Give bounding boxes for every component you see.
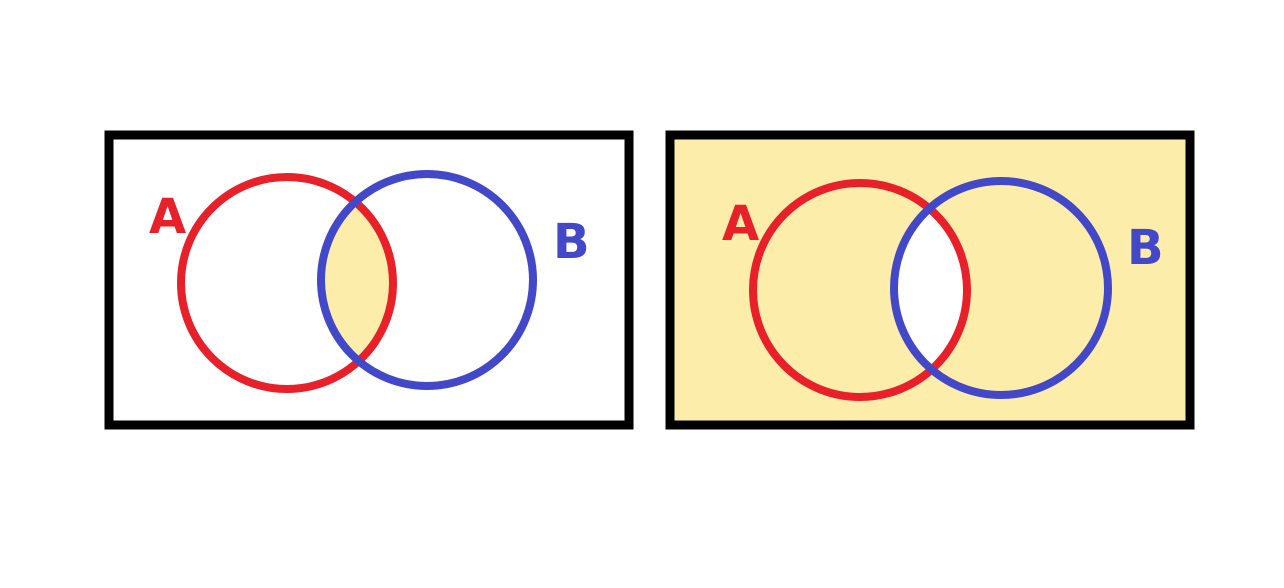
venn-diagram-complement-of-intersection: A B: [665, 130, 1195, 430]
set-b-circle: [890, 177, 1112, 399]
set-a-label: A: [722, 196, 759, 252]
venn-diagram-intersection: A B: [104, 130, 634, 430]
set-b-circle: [317, 170, 537, 390]
set-b-label: B: [1127, 220, 1164, 276]
set-a-circle: [749, 179, 971, 401]
set-a-circle: [177, 173, 397, 393]
set-a-label: A: [149, 189, 186, 245]
set-b-label: B: [553, 214, 590, 270]
